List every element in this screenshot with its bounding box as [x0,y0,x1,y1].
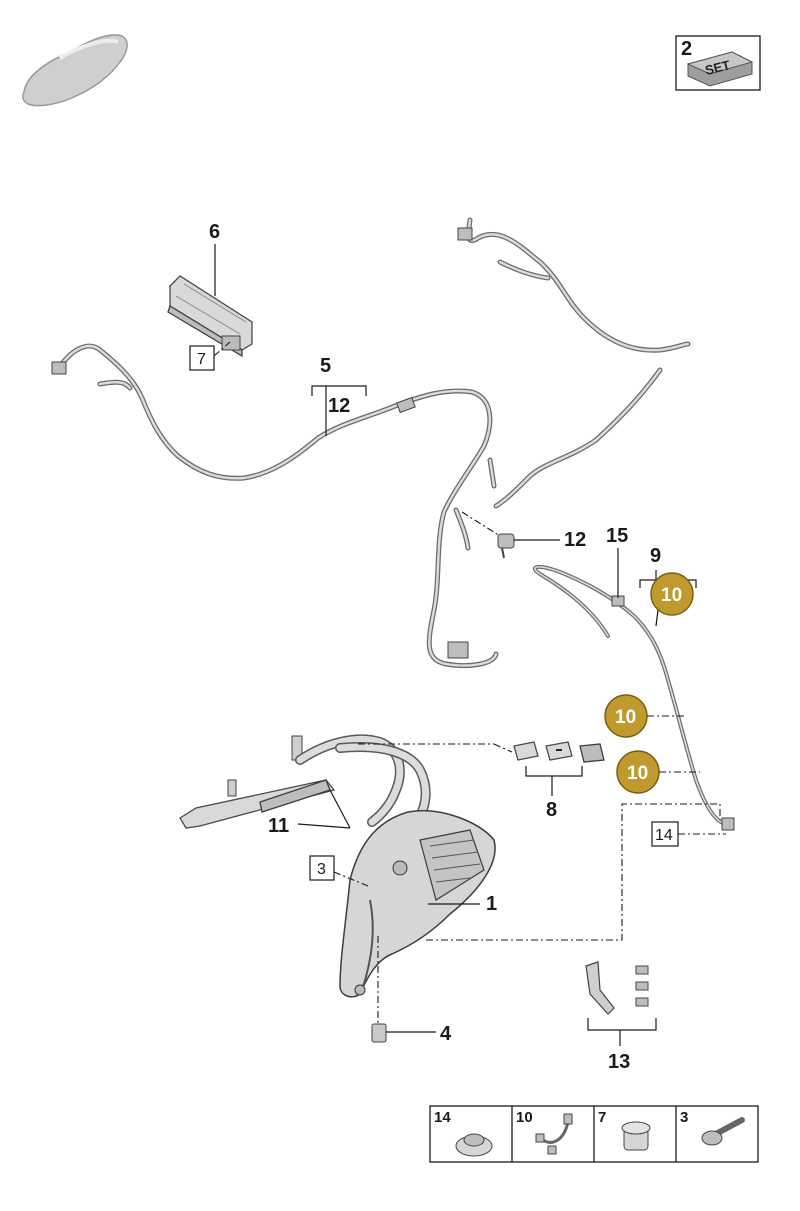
callout-1: 1 [486,893,497,915]
bracket-set-part [513,741,605,763]
callout-13: 13 [608,1051,630,1073]
callout-box-7 [189,345,215,371]
svg-text:10: 10 [661,585,682,606]
callout-6: 6 [209,221,220,243]
control-unit-part [167,275,253,358]
svg-text:10: 10 [615,707,636,728]
clip-part [497,533,515,559]
sensor-cable-part [532,565,735,831]
svg-text:3: 3 [680,1109,688,1126]
highlight-badge-10-b: 10 [604,694,648,738]
legend-cell-3: 3 [680,1109,745,1146]
legend-cell-14: 14 [434,1109,493,1157]
vehicle-silhouette-icon [22,34,128,107]
callout-3: 3 [317,861,326,878]
callout-8: 8 [546,799,557,821]
wire-connector-icon [535,1113,573,1155]
svg-text:14: 14 [434,1109,451,1126]
callout-7: 7 [197,351,206,368]
callout-5: 5 [320,355,331,377]
set-badge: 2 SET [675,35,761,91]
wiring-harness-part [51,217,691,669]
callout-4: 4 [440,1023,452,1045]
flange-nut-icon [455,1133,493,1157]
screw-part [635,965,649,1007]
legend-cell-7: 7 [598,1109,651,1151]
highlight-badge-10-c: 10 [616,750,660,794]
retaining-bracket-part [585,961,649,1015]
bolt-icon [701,1117,745,1146]
callout-box-3 [309,855,335,881]
callout-14: 14 [655,827,673,844]
collar-nut-icon [621,1121,651,1151]
legend-cell-10: 10 [516,1109,573,1155]
highlight-badge-10-a: 10 [650,572,694,616]
set-badge-label: SET [703,57,731,78]
svg-text:7: 7 [598,1109,606,1126]
sensor-clip-part [371,1023,387,1043]
callout-box-14 [651,821,679,847]
svg-text:10: 10 [516,1109,533,1126]
callout-15: 15 [606,525,628,547]
callout-9: 9 [650,545,661,567]
callout-11: 11 [268,815,289,837]
set-badge-number: 2 [681,38,692,60]
svg-text:10: 10 [627,763,648,784]
callout-12-top: 12 [328,395,350,417]
legend-table: 14 10 7 3 [429,1105,759,1163]
pedal-assembly-part [179,734,496,998]
callout-12-clip: 12 [564,529,586,551]
